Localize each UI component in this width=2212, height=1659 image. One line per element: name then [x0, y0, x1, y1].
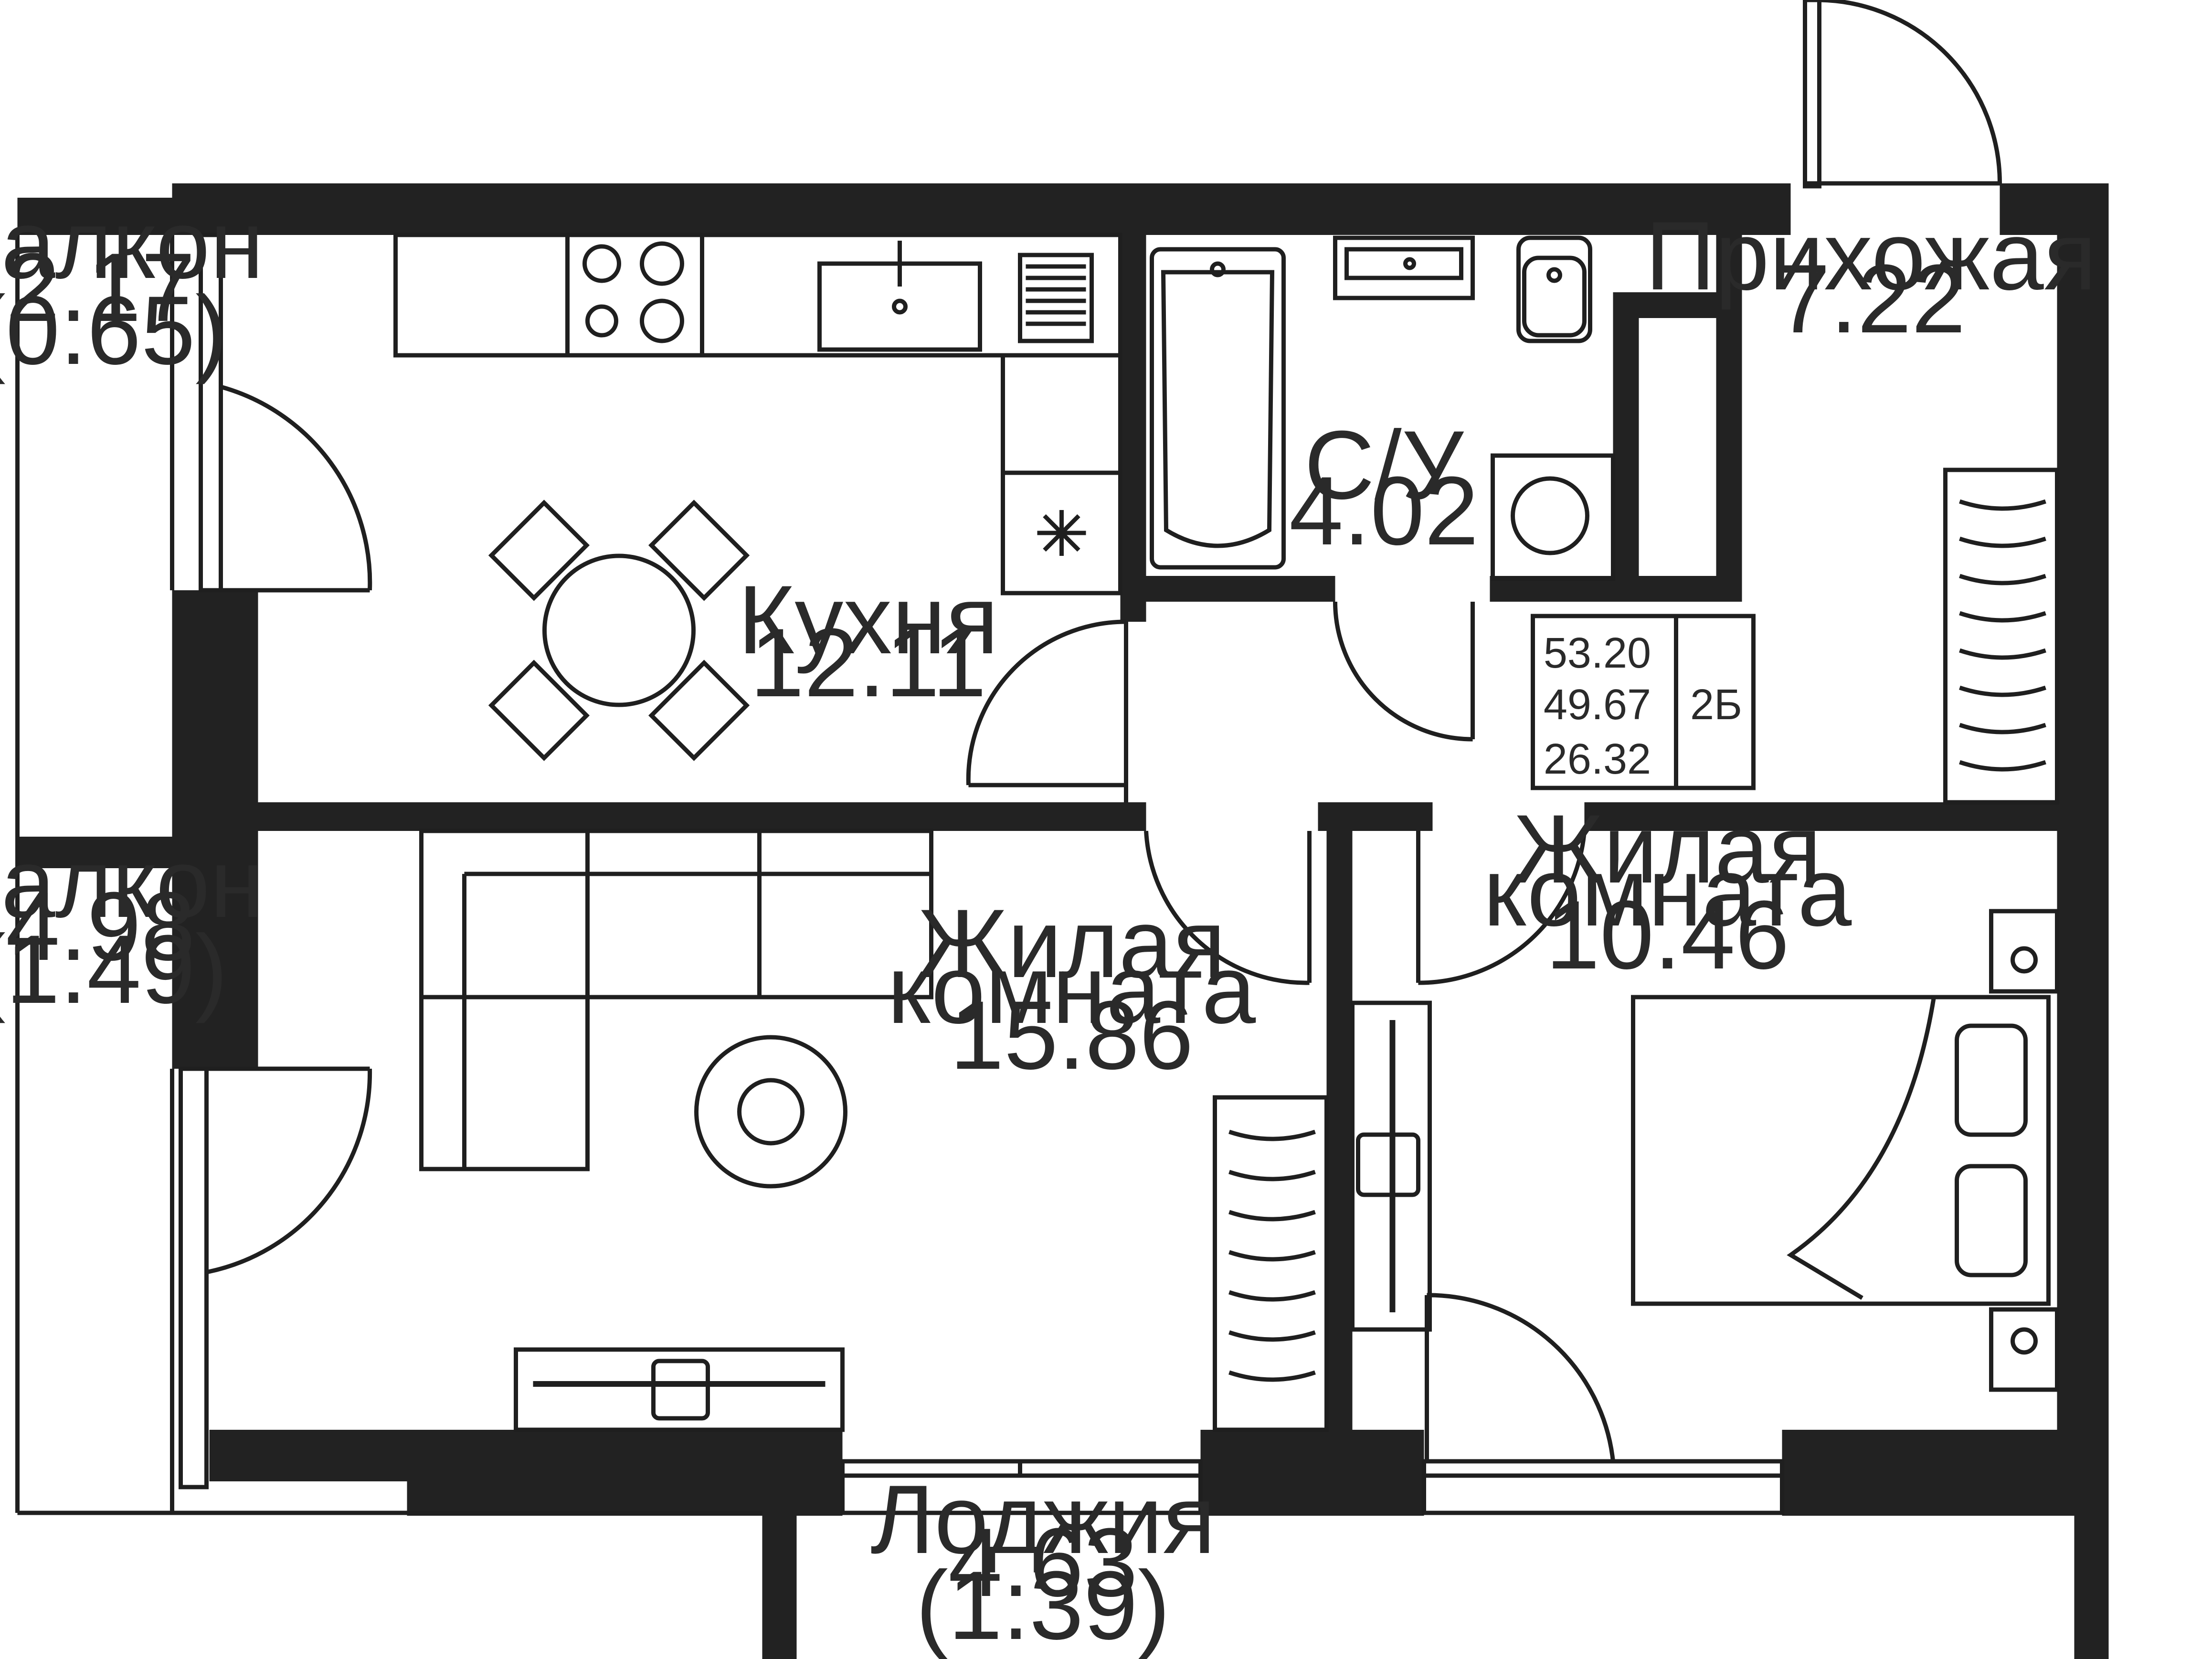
apartment-info: 53.20 49.67 26.32 2Б: [1544, 629, 1742, 783]
balcony-top-area: 2.17: [6, 233, 195, 342]
hallway-name: Прихожая: [1645, 202, 2096, 310]
balcony-top-name: Балкон: [0, 190, 264, 299]
hangers-hall: [1959, 499, 2046, 772]
total-area: 53.20: [1544, 629, 1651, 677]
bathroom-area: 4.02: [1289, 457, 1479, 565]
balcony-bottom-area: 4.98: [6, 872, 195, 981]
kitchen-furniture: [393, 233, 1122, 761]
balcony-top-coef: (0.65): [0, 276, 228, 385]
living-large-area: 15.86: [950, 981, 1194, 1090]
living-furniture: [419, 829, 2059, 1432]
bathroom-name: С/У: [1304, 411, 1464, 520]
wardrobes: [1213, 468, 2059, 1432]
kitchen-name: Кухня: [738, 565, 999, 674]
walls: [17, 183, 2109, 1659]
balcony-bottom-coef: (1.49): [0, 915, 228, 1024]
balcony-bottom-name: Балкон: [0, 829, 264, 938]
living-small-name-1: Жилая: [1513, 795, 1821, 904]
apartment-type: 2Б: [1690, 681, 1742, 729]
bathroom-fixtures: [1150, 235, 1615, 581]
hangers-living: [1228, 1129, 1316, 1382]
living-small-area: 10.46: [1545, 881, 1789, 989]
living-large-name-1: Жилая: [918, 889, 1226, 998]
living-area: 26.32: [1544, 735, 1651, 783]
living-small-name-2: комната: [1483, 838, 1852, 946]
room-labels: Балкон 2.17 (0.65) Балкон 4.98 (1.49) Ку…: [0, 190, 2096, 1659]
area-without-balconies: 49.67: [1544, 681, 1651, 729]
apartment-info-box: [1531, 614, 1756, 790]
doors: [206, 384, 1615, 1462]
loggia-coef: (1.39): [916, 1551, 1170, 1659]
living-large-name-2: комната: [888, 935, 1256, 1044]
hallway-area: 7.22: [1776, 245, 1966, 353]
loggia-name: Лоджия: [870, 1465, 1216, 1574]
outlines: [15, 0, 2002, 1515]
kitchen-area: 12.11: [750, 608, 986, 717]
loggia-area: 4.63: [948, 1508, 1138, 1617]
